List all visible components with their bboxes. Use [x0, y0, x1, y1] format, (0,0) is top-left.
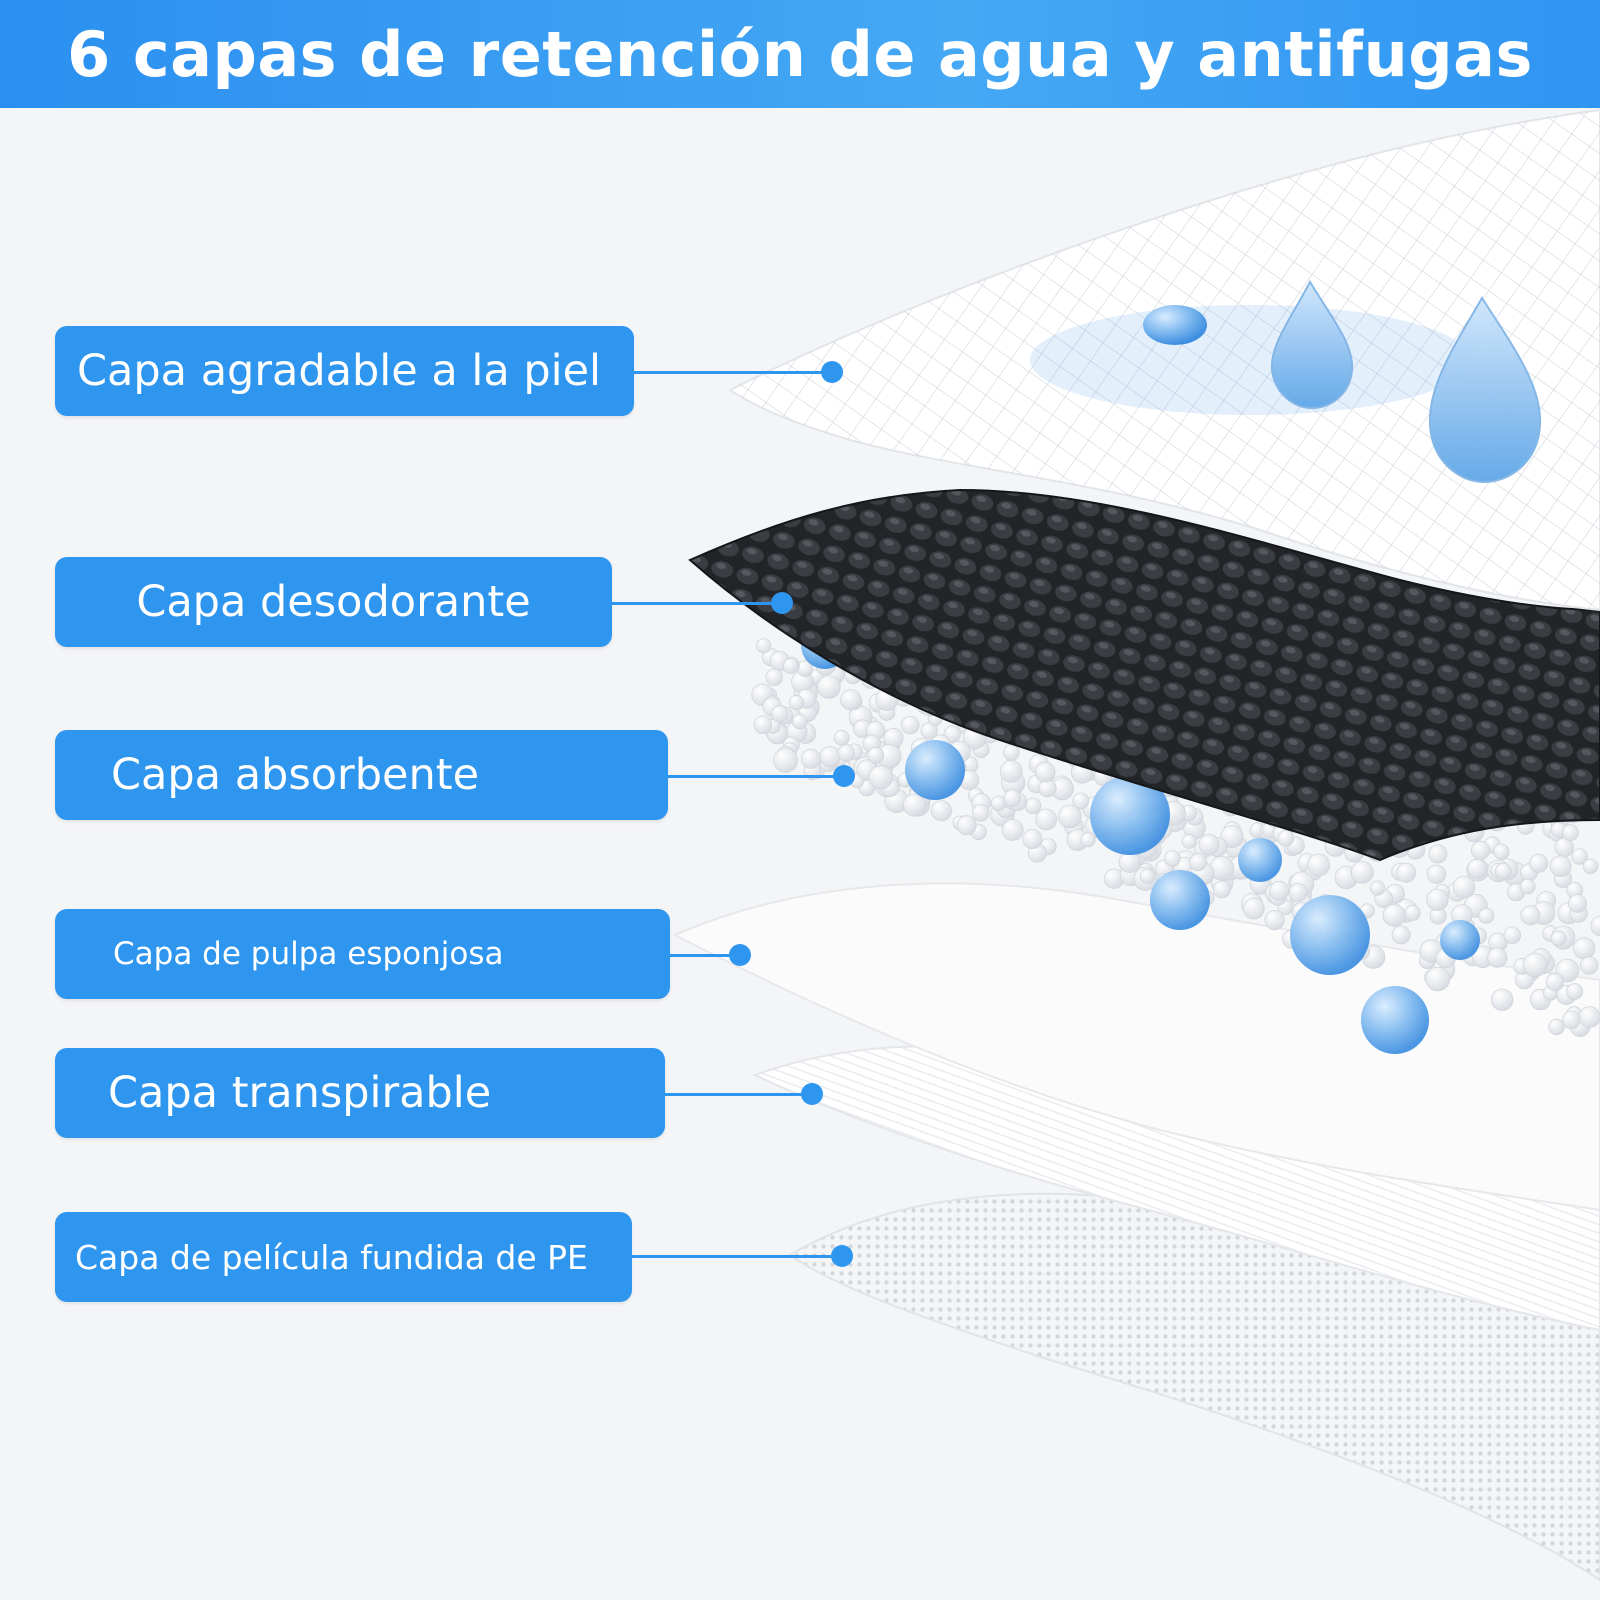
- connector-line: [612, 954, 740, 957]
- label-text: Capa transpirable: [108, 1068, 492, 1118]
- connector-line: [612, 1093, 812, 1096]
- label-deodorant-layer: Capa desodorante: [55, 557, 612, 647]
- label-text: Capa agradable a la piel: [77, 346, 601, 396]
- label-text: Capa desodorante: [136, 577, 531, 627]
- page-title: 6 capas de retención de agua y antifugas: [67, 17, 1533, 91]
- label-absorbent-layer: Capa absorbente: [55, 730, 668, 820]
- label-pe-film-layer: Capa de película fundida de PE: [55, 1212, 632, 1302]
- label-text: Capa absorbente: [111, 750, 480, 800]
- label-skin-friendly-layer: Capa agradable a la piel: [55, 326, 634, 416]
- connector-line: [612, 775, 844, 778]
- label-text: Capa de película fundida de PE: [75, 1237, 588, 1277]
- connector-line: [612, 1255, 842, 1258]
- title-banner: 6 capas de retención de agua y antifugas: [0, 0, 1600, 108]
- connector-dot: [801, 1083, 823, 1105]
- connector-line: [612, 371, 832, 374]
- label-breathable-layer: Capa transpirable: [55, 1048, 665, 1138]
- connector-dot: [729, 944, 751, 966]
- connector-line: [612, 602, 782, 605]
- connector-dot: [833, 765, 855, 787]
- connector-dot: [821, 361, 843, 383]
- connector-dot: [771, 592, 793, 614]
- label-fluff-pulp-layer: Capa de pulpa esponjosa: [55, 909, 670, 999]
- label-text: Capa de pulpa esponjosa: [113, 936, 504, 972]
- connector-dot: [831, 1245, 853, 1267]
